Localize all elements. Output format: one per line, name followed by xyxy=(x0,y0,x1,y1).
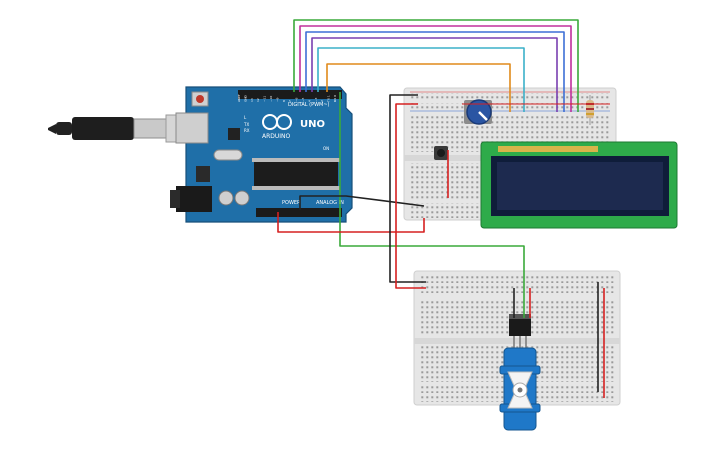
usb-chip xyxy=(228,128,240,140)
digital-pin-label: 8 xyxy=(282,100,286,102)
digital-pin-label: 13 xyxy=(250,98,254,102)
push-button[interactable] xyxy=(434,146,448,160)
tx-led-label: TX xyxy=(243,122,249,127)
digital-header xyxy=(238,90,342,99)
board-model: UNO xyxy=(300,119,325,130)
digital-pin-label: GND xyxy=(243,94,247,102)
crystal xyxy=(213,149,243,161)
capacitor xyxy=(234,190,250,206)
capacitor xyxy=(218,190,234,206)
digital-pin-label: ~11 xyxy=(263,96,267,102)
digital-pin-label: ~6 xyxy=(295,97,299,102)
wire-red-5v xyxy=(277,212,425,233)
power-label: POWER xyxy=(282,200,301,206)
digital-pin-label: ~3 xyxy=(314,97,318,102)
wire-orange-lcd xyxy=(326,63,511,112)
dc-jack-icon xyxy=(170,186,212,212)
digital-pin-label: ~9 xyxy=(275,97,279,102)
wire-black-button xyxy=(299,195,425,210)
wire-red-rail xyxy=(395,103,426,289)
digital-pin-label: TX 1 xyxy=(327,95,331,103)
potentiometer[interactable] xyxy=(464,99,492,125)
arduino-uno-board: ARDUINO UNO DIGITAL (PWM~) POWER ANALOG … xyxy=(170,86,353,223)
wire-magenta-lcd xyxy=(299,25,572,112)
digital-pin-label: 2 xyxy=(320,100,324,102)
wire-black-gnd xyxy=(389,94,426,283)
digital-pin-label: AREF xyxy=(237,94,241,102)
reset-button-icon[interactable] xyxy=(191,91,209,107)
lcd-display xyxy=(480,141,678,229)
wire-green-servo xyxy=(339,92,525,318)
usb-port xyxy=(175,112,209,144)
lcd-screen xyxy=(497,162,663,210)
wire-blue-lcd xyxy=(305,31,565,112)
wire-purple-lcd xyxy=(311,37,558,112)
digital-pin-label: 12 xyxy=(256,98,260,102)
wire-cyan-lcd xyxy=(317,47,525,112)
arduino-logo-icon xyxy=(262,114,292,130)
wires xyxy=(277,19,610,398)
digital-pin-label: ~5 xyxy=(301,97,305,102)
digital-pin-label: ~10 xyxy=(269,96,273,102)
wire-green-lcd xyxy=(293,19,579,112)
transistor xyxy=(509,314,531,348)
digital-pin-label: 7 xyxy=(288,100,292,102)
voltage-regulator xyxy=(196,166,210,182)
on-led-label: ON xyxy=(323,146,329,151)
servo-motor xyxy=(499,347,541,431)
digital-pin-label: 4 xyxy=(307,100,311,102)
l-led-label: L xyxy=(244,115,247,120)
analog-label: ANALOG IN xyxy=(316,200,344,206)
digital-label: DIGITAL (PWM~) xyxy=(288,102,330,108)
power-analog-header xyxy=(256,208,342,217)
digital-pin-label: RX 0 xyxy=(333,95,337,102)
board-brand: ARDUINO xyxy=(262,133,291,140)
atmega-chip xyxy=(254,162,338,186)
rx-led-label: RX xyxy=(244,128,250,133)
